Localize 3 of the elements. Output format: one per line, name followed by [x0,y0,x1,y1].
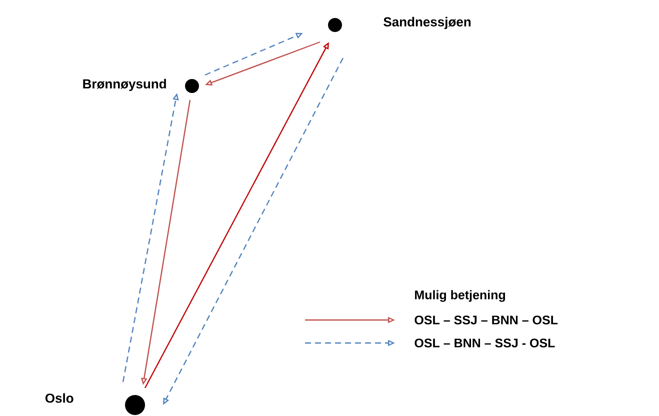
legend-title: Mulig betjening [415,290,506,302]
legend-text: OSL – SSJ – BNN – OSL [414,316,558,324]
legend-text: OSL – BNN – SSJ - OSL [414,338,555,348]
